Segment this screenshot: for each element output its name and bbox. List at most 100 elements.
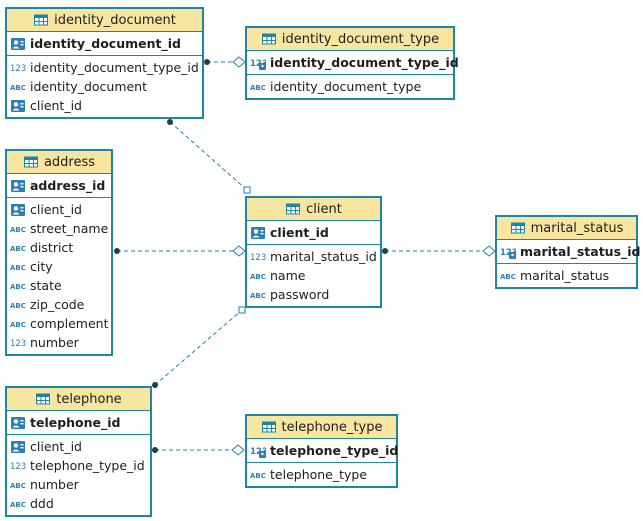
svg-text:ABC: ABC: [10, 283, 26, 291]
text-type-icon: ABC: [10, 80, 26, 94]
marital-status-title: marital_status: [530, 220, 624, 236]
marital-status-header: marital_status: [497, 217, 636, 240]
svg-text:123: 123: [10, 462, 26, 472]
edge-end-diamond: [482, 245, 496, 257]
column-row[interactable]: ABC state: [7, 276, 111, 295]
column-name: client_id: [30, 439, 82, 454]
column-name: zip_code: [30, 297, 85, 312]
text-type-icon: ABC: [10, 260, 26, 274]
numeric-key-icon: 123: [250, 444, 266, 458]
svg-text:ABC: ABC: [10, 482, 26, 490]
telephone-title: telephone: [56, 391, 122, 407]
column-row[interactable]: ABC name: [247, 266, 380, 285]
svg-text:ABC: ABC: [10, 302, 26, 310]
primary-key-section: identity_document_id: [7, 32, 202, 56]
telephone-type-header: telephone_type: [247, 416, 396, 439]
key-column-icon: [10, 203, 26, 217]
table-icon: [510, 221, 526, 235]
column-row[interactable]: client_id: [7, 96, 202, 115]
column-name: number: [30, 335, 79, 350]
table-icon: [285, 202, 301, 216]
column-name: marital_status: [520, 268, 610, 283]
column-name: state: [30, 278, 62, 293]
numeric-type-icon: 123: [250, 250, 266, 264]
entity-identity-document[interactable]: identity_document identity_document_id 123…: [5, 7, 204, 119]
edge-end-square: [238, 306, 246, 314]
svg-text:123: 123: [500, 248, 516, 258]
column-row[interactable]: ABC identity_document_type: [247, 77, 453, 96]
edge-end-dot: [152, 447, 158, 453]
column-name: name: [270, 268, 306, 283]
key-column-icon: [10, 99, 26, 113]
svg-text:ABC: ABC: [10, 264, 26, 272]
svg-text:ABC: ABC: [250, 84, 266, 92]
column-row[interactable]: 123 number: [7, 333, 111, 352]
table-icon: [261, 420, 277, 434]
key-column-icon: [10, 416, 26, 430]
svg-text:ABC: ABC: [500, 273, 516, 281]
column-name: identity_document_type_id: [30, 60, 199, 75]
svg-text:ABC: ABC: [10, 226, 26, 234]
primary-key-row[interactable]: client_id: [247, 223, 380, 242]
column-name: telephone_type: [270, 467, 368, 482]
text-type-icon: ABC: [10, 478, 26, 492]
svg-text:ABC: ABC: [250, 273, 266, 281]
address-title: address: [43, 154, 96, 170]
text-type-icon: ABC: [10, 279, 26, 293]
column-name: address_id: [30, 178, 106, 193]
primary-key-row[interactable]: identity_document_id: [7, 34, 202, 53]
identity-document-type-header: identity_document_type: [247, 28, 453, 51]
primary-key-row[interactable]: telephone_id: [7, 413, 150, 432]
column-name: district: [30, 240, 74, 255]
column-name: identity_document_type_id: [270, 55, 459, 70]
column-row[interactable]: ABC street_name: [7, 219, 111, 238]
edge-end-dot: [114, 248, 120, 254]
text-type-icon: ABC: [250, 80, 266, 94]
columns-section: ABC identity_document_type: [247, 75, 453, 98]
key-column-icon: [10, 440, 26, 454]
column-row[interactable]: ABC marital_status: [497, 266, 636, 285]
column-name: street_name: [30, 221, 109, 236]
numeric-type-icon: 123: [10, 336, 26, 350]
identity-document-title: identity_document: [54, 12, 176, 28]
column-row[interactable]: ABC zip_code: [7, 295, 111, 314]
column-name: identity_document_type: [270, 79, 422, 94]
edge-end-diamond: [232, 56, 246, 68]
column-row[interactable]: client_id: [7, 437, 150, 456]
key-column-icon: [250, 226, 266, 240]
table-icon: [23, 155, 39, 169]
telephone-type-title: telephone_type: [281, 419, 383, 435]
primary-key-row[interactable]: address_id: [7, 176, 111, 195]
identity-document-type-title: identity_document_type: [281, 31, 440, 47]
column-name: telephone_id: [30, 415, 121, 430]
edge-identity-document-to-client: [169, 121, 248, 191]
column-row[interactable]: client_id: [7, 200, 111, 219]
text-type-icon: ABC: [250, 288, 266, 302]
